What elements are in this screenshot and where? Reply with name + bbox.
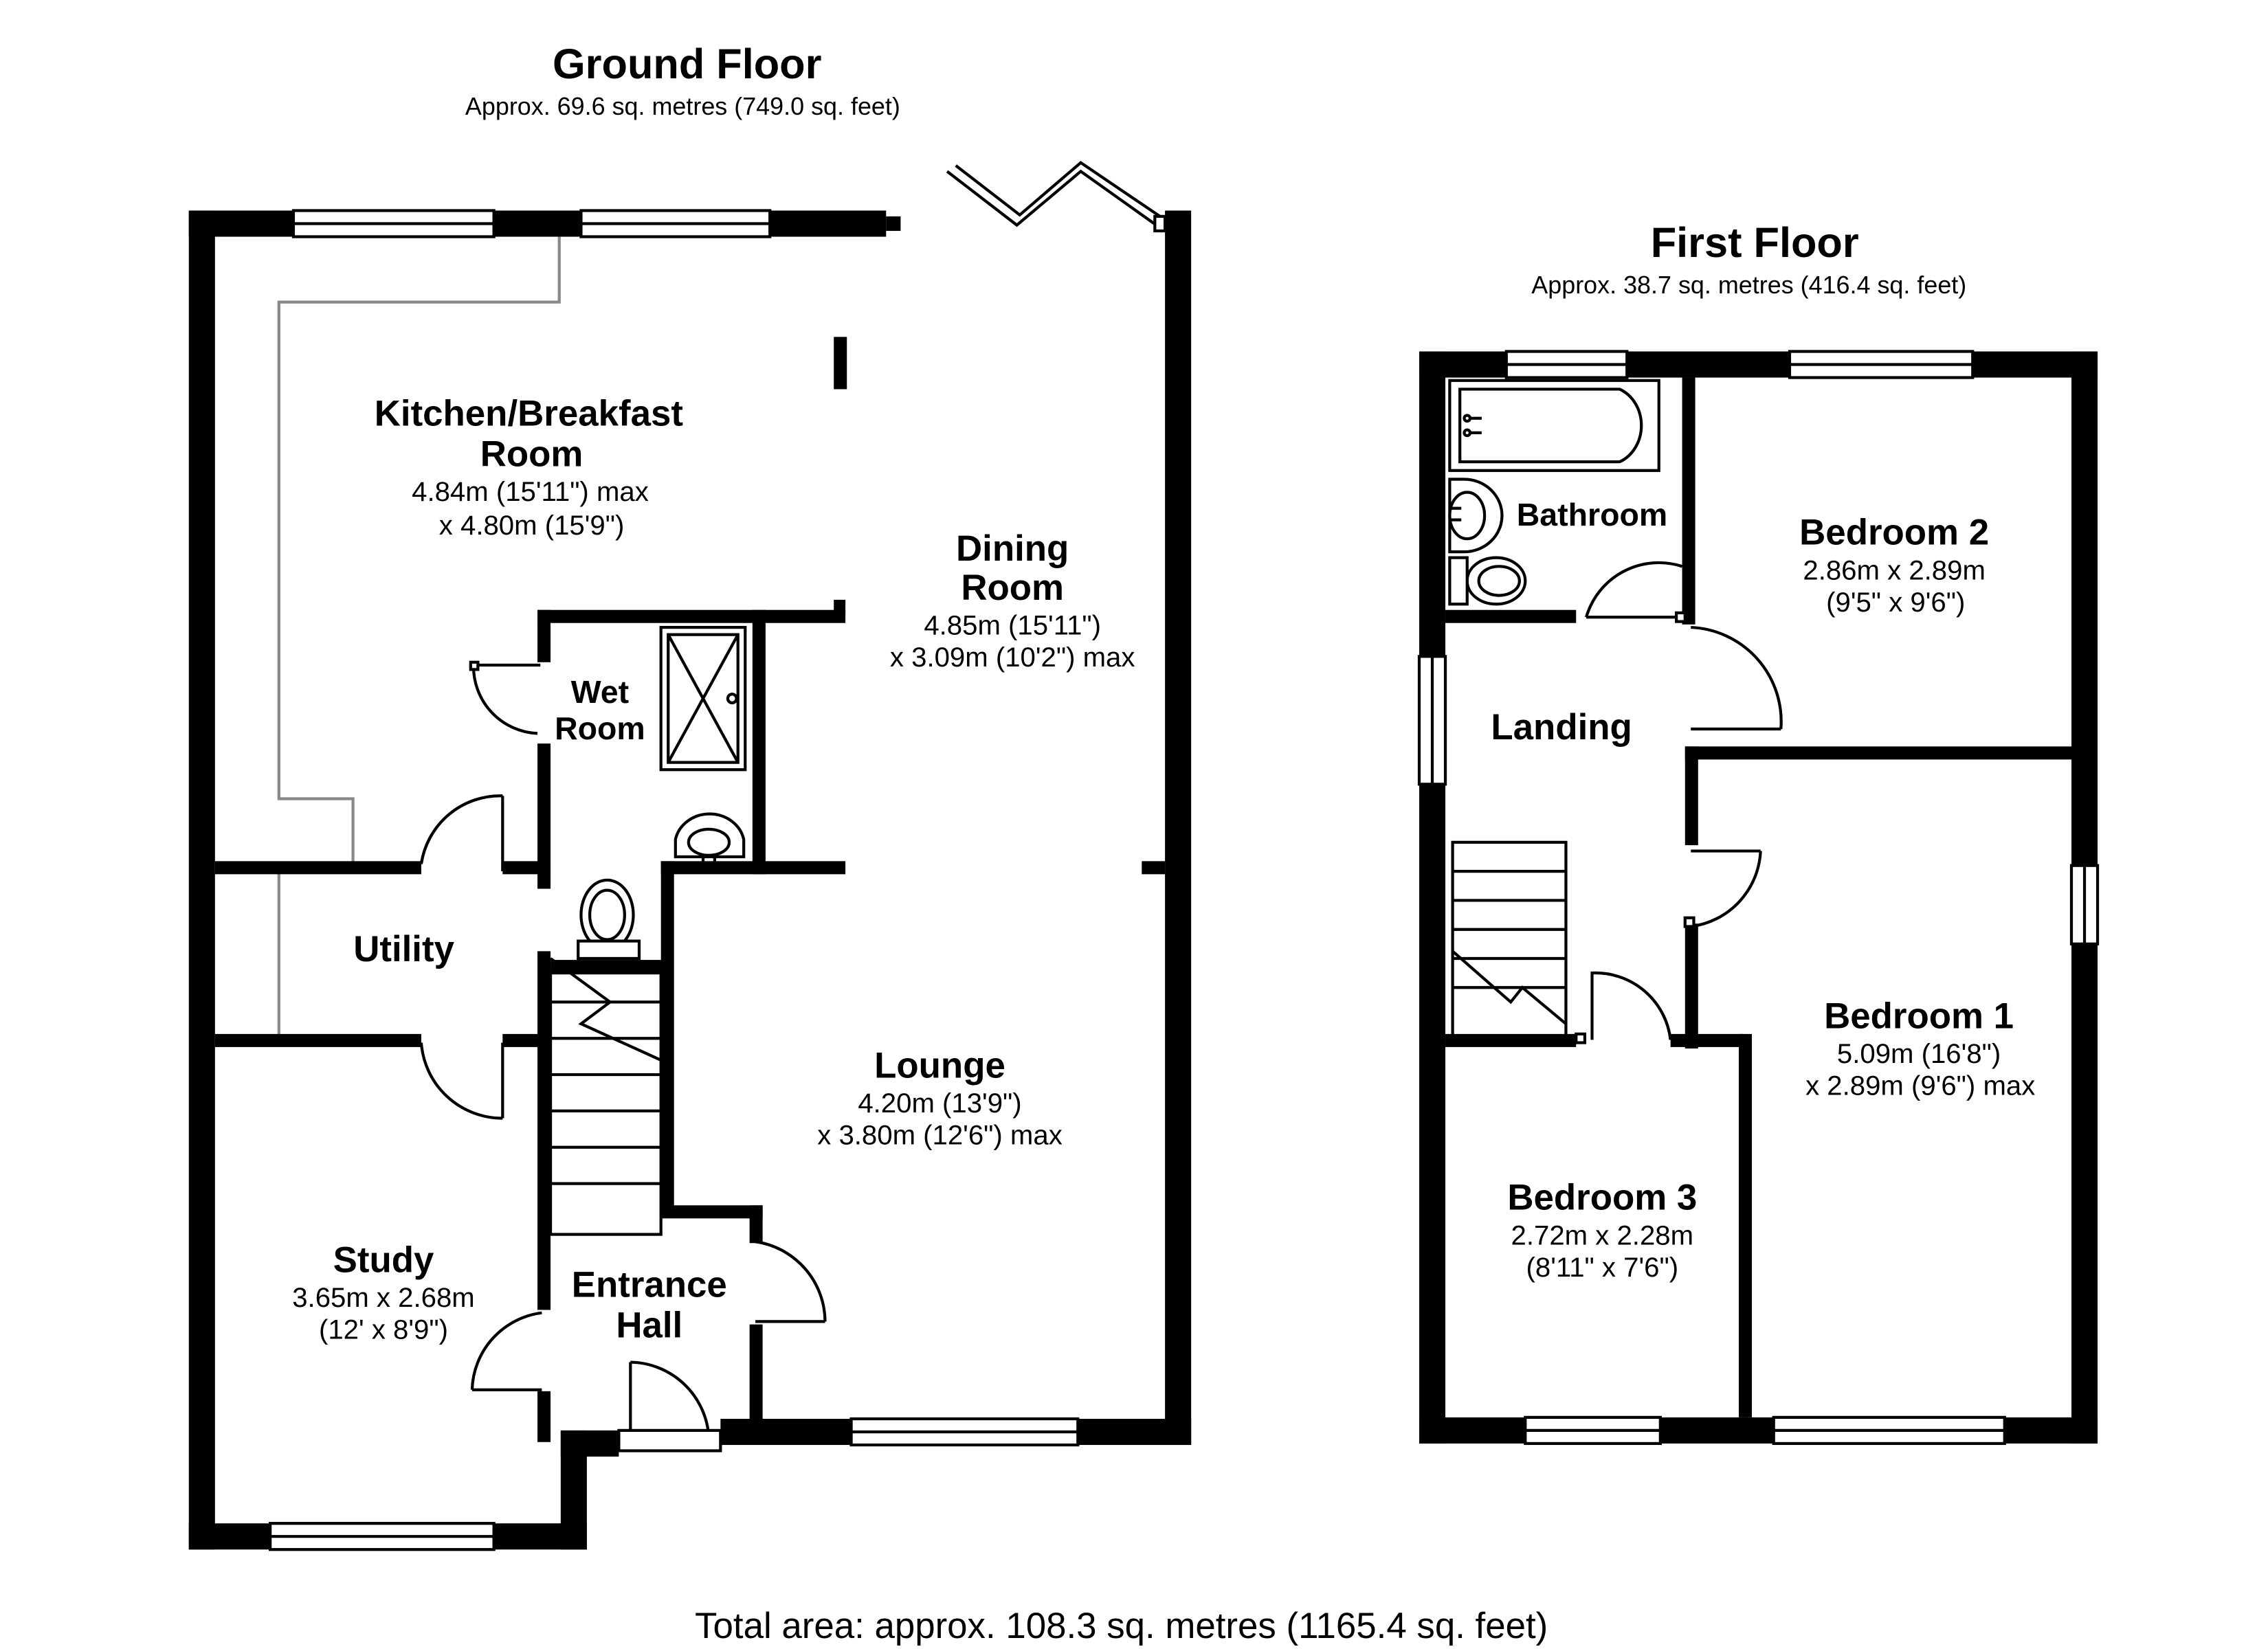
window (849, 1417, 1080, 1447)
window (269, 1522, 496, 1551)
entrance-name-line1: Entrance (572, 1264, 727, 1305)
bedroom1-dim-line1: 5.09m (16'8") (1837, 1038, 2001, 1069)
kitchen-dim-line2: x 4.80m (15'9") (439, 510, 625, 541)
wet-room-fixtures (577, 625, 747, 961)
utility-name: Utility (353, 929, 454, 969)
first-stairs (1451, 840, 1568, 1039)
door (469, 660, 541, 735)
front-door (617, 1360, 722, 1452)
lounge-dim-line1: 4.20m (13'9") (858, 1088, 1021, 1119)
lounge-name: Lounge (874, 1045, 1005, 1086)
door (419, 794, 504, 872)
first-floor-title: First Floor (1651, 219, 1859, 266)
ground-floor-plan (188, 161, 1192, 1551)
window (579, 209, 772, 238)
window (1417, 655, 1447, 786)
dining-dim-line1: 4.85m (15'11") (924, 610, 1101, 641)
wet-room-name-line1: Wet (571, 674, 629, 710)
ground-floor-area: Approx. 69.6 sq. metres (749.0 sq. feet) (465, 92, 900, 120)
study-dim-line2: (12' x 8'9") (319, 1314, 448, 1345)
first-floor-area: Approx. 38.7 sq. metres (416.4 sq. feet) (1531, 271, 1966, 299)
ground-windows (269, 209, 1080, 1551)
toilet (577, 878, 641, 961)
ground-stairs (548, 957, 663, 1236)
door (419, 1042, 504, 1120)
dining-name-line2: Room (961, 568, 1064, 608)
window (1524, 1415, 1662, 1446)
dining-dim-line2: x 3.09m (10'2") max (890, 642, 1135, 673)
door (470, 1311, 542, 1391)
study-dim-line1: 3.65m x 2.68m (292, 1282, 475, 1313)
door (1683, 849, 1762, 928)
window (2069, 864, 2100, 945)
bedroom1-dim-line2: x 2.89m (9'6") max (1805, 1070, 2035, 1101)
kitchen-name-line1: Kitchen/Breakfast (375, 393, 683, 434)
total-area: Total area: approx. 108.3 sq. metres (11… (695, 1606, 1548, 1646)
shower-tray (659, 625, 747, 772)
ground-interior-walls (214, 337, 1166, 1442)
bedroom3-dim-line2: (8'11" x 7'6") (1526, 1252, 1679, 1283)
dining-name-line1: Dining (956, 528, 1069, 569)
ground-outer-walls (188, 210, 1192, 1550)
ground-doors (419, 660, 827, 1452)
ground-floor-title: Ground Floor (553, 41, 821, 87)
labels: Ground Floor Approx. 69.6 sq. metres (74… (292, 41, 2035, 1646)
washbasin (1448, 478, 1504, 554)
bedroom2-name: Bedroom 2 (1799, 513, 1989, 553)
door (1691, 625, 1783, 731)
bedroom3-name: Bedroom 3 (1507, 1178, 1697, 1218)
first-outer-walls (1419, 351, 2098, 1444)
window (1788, 350, 1975, 379)
bifold-door (946, 161, 1167, 233)
bedroom3-dim-line1: 2.72m x 2.28m (1511, 1220, 1694, 1250)
window (1504, 350, 1629, 379)
study-name: Study (333, 1240, 434, 1281)
bathroom-fixtures (1448, 379, 1660, 606)
first-windows (1417, 350, 2100, 1446)
kitchen-name-line2: Room (480, 434, 583, 474)
toilet (1448, 556, 1527, 606)
first-floor-plan (1417, 350, 2100, 1446)
entrance-name-line2: Hall (616, 1305, 682, 1346)
bedroom2-dim-line2: (9'5" x 9'6") (1826, 587, 1965, 618)
first-doors (1575, 561, 1783, 1044)
window (1772, 1415, 2006, 1446)
landing-name: Landing (1491, 707, 1632, 748)
door (755, 1240, 827, 1323)
wet-room-name-line2: Room (555, 710, 645, 746)
bedroom1-name: Bedroom 1 (1824, 996, 2014, 1036)
door (1585, 561, 1687, 623)
kitchen-dim-line1: 4.84m (15'11") max (412, 476, 649, 507)
washbasin (674, 812, 746, 866)
door (1575, 971, 1672, 1044)
bathtub (1448, 379, 1660, 472)
bathroom-name: Bathroom (1517, 497, 1668, 532)
kitchen-worktop (277, 236, 561, 1040)
window (291, 209, 496, 238)
bedroom2-dim-line1: 2.86m x 2.89m (1803, 554, 1986, 585)
lounge-dim-line2: x 3.80m (12'6") max (817, 1120, 1063, 1151)
